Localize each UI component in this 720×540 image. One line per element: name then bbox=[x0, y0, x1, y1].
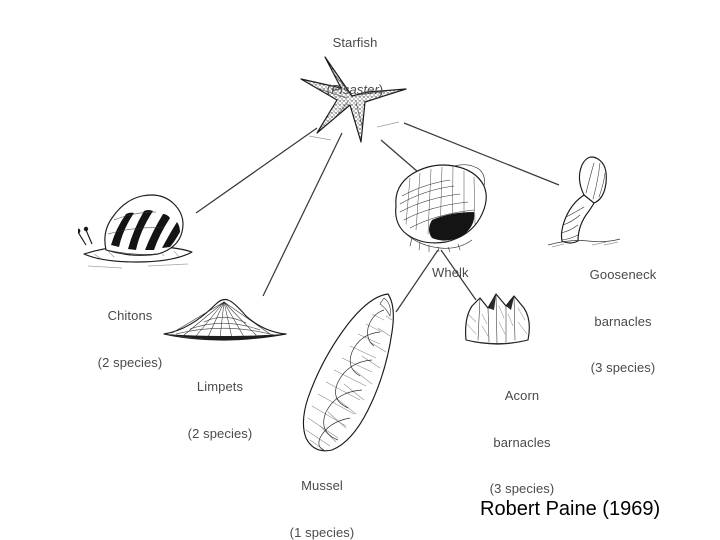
chitons-label-line2: (2 species) bbox=[97, 354, 163, 370]
credit-attribution: Robert Paine (1969) bbox=[480, 498, 661, 520]
gooseneck-barnacle-icon bbox=[548, 156, 621, 248]
chiton-snail-icon bbox=[78, 194, 193, 269]
acorn-label-line2: barnacles bbox=[493, 434, 551, 450]
node-chitons[interactable] bbox=[78, 188, 203, 273]
whelk-icon bbox=[395, 164, 487, 252]
chitons-label-line1: Chitons bbox=[107, 308, 153, 323]
limpets-label-line1: Limpets bbox=[196, 379, 244, 394]
limpets-label-line2: (2 species) bbox=[187, 425, 253, 441]
acorn-barnacle-icon bbox=[465, 293, 530, 345]
label-whelk: Whelk bbox=[432, 234, 512, 312]
node-acorn-barnacles[interactable] bbox=[462, 292, 534, 348]
node-starfish[interactable] bbox=[295, 48, 415, 143]
mussel-icon bbox=[302, 293, 394, 452]
link-starfish-limpets bbox=[262, 132, 343, 297]
paren-close: ) bbox=[378, 81, 384, 97]
label-gooseneck-barnacles: Gooseneck barnacles (3 species) bbox=[548, 236, 698, 407]
label-limpets: Limpets (2 species) bbox=[145, 348, 295, 472]
node-whelk[interactable] bbox=[388, 160, 493, 252]
label-chitons: Chitons (2 species) bbox=[55, 277, 205, 401]
label-acorn-barnacles: Acorn barnacles (3 species) bbox=[447, 357, 597, 528]
node-gooseneck-barnacles[interactable] bbox=[548, 155, 623, 250]
gooseneck-label-line1: Gooseneck bbox=[589, 267, 657, 282]
acorn-label-line3: (3 species) bbox=[489, 481, 555, 496]
mussel-label-line1: Mussel bbox=[301, 478, 343, 493]
starfish-label-line1: Starfish bbox=[332, 35, 378, 50]
whelk-label-line1: Whelk bbox=[432, 265, 469, 280]
limpet-icon bbox=[163, 298, 287, 341]
gooseneck-label-line3: (3 species) bbox=[590, 360, 656, 375]
node-mussel[interactable] bbox=[292, 288, 407, 456]
paren-open: ( bbox=[326, 81, 332, 97]
gooseneck-label-line2: barnacles bbox=[594, 313, 652, 329]
starfish-label-line2: (Pisaster) bbox=[285, 82, 425, 98]
starfish-genus: Pisaster bbox=[331, 81, 379, 97]
label-starfish: Starfish (Pisaster) bbox=[285, 4, 425, 128]
node-limpets[interactable] bbox=[160, 290, 290, 342]
starfish-icon bbox=[300, 56, 407, 143]
acorn-label-line1: Acorn bbox=[504, 388, 540, 403]
label-mussel: Mussel (1 species) bbox=[237, 447, 407, 540]
mussel-label-line2: (1 species) bbox=[289, 524, 355, 540]
